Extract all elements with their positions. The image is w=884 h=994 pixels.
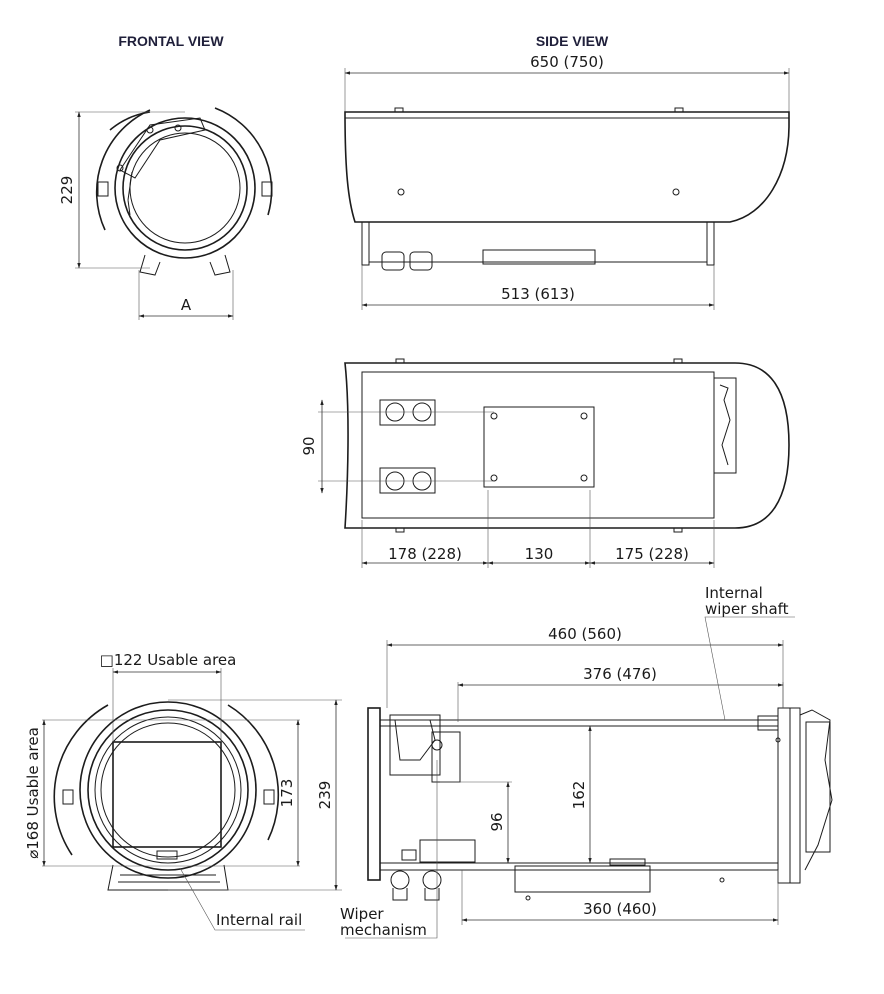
wiper-mechanism-label-1: Wiper <box>340 905 384 923</box>
mech-height-label: 96 <box>488 812 506 831</box>
section-height-label: 239 <box>316 781 334 810</box>
side-view: 650 (750) 513 (613) <box>344 53 790 310</box>
bottom-mid-label: 130 <box>525 545 554 563</box>
usable-area-diameter-label: ⌀168 Usable area <box>24 727 42 859</box>
bottom-left-label: 178 (228) <box>388 545 462 563</box>
internal-wiper-shaft-label-2: wiper shaft <box>705 600 789 618</box>
bottom-view: 90 178 (228) 130 175 (228) <box>300 358 790 568</box>
internal-wiper-shaft-label-1: Internal <box>705 584 763 602</box>
internal-view: 460 (560) 376 (476) 162 96 360 (460) Int… <box>340 584 833 939</box>
bottom-right-label: 175 (228) <box>615 545 689 563</box>
wiper-mechanism-label-2: mechanism <box>340 921 427 939</box>
shaft-length-label: 376 (476) <box>583 665 657 683</box>
frontal-view-heading: FRONTAL VIEW <box>118 33 224 49</box>
internal-length-label: 460 (560) <box>548 625 622 643</box>
base-length-label: 513 (613) <box>501 285 575 303</box>
usable-area-square-label: □122 Usable area <box>100 651 237 669</box>
frontal-view: 229 A <box>58 107 273 320</box>
usable-height-label: 173 <box>278 779 296 808</box>
inner-height-label: 162 <box>570 781 588 810</box>
internal-rail-label: Internal rail <box>216 911 302 929</box>
side-view-heading: SIDE VIEW <box>536 33 609 49</box>
rail-length-label: 360 (460) <box>583 900 657 918</box>
overall-length-label: 650 (750) <box>530 53 604 71</box>
hole-spacing-label: 90 <box>300 436 318 455</box>
front-height-label: 229 <box>58 176 76 205</box>
section-view: □122 Usable area ⌀168 Usable area 173 23… <box>24 651 342 931</box>
front-width-label: A <box>181 296 192 314</box>
